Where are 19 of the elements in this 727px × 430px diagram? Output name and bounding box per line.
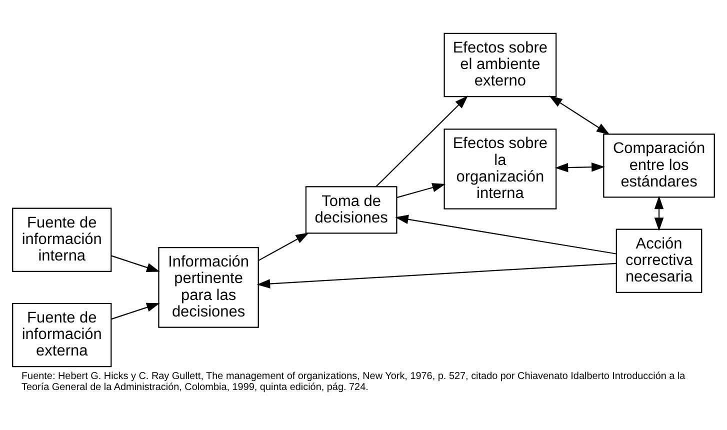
arrow	[549, 95, 610, 134]
arrow	[256, 262, 616, 288]
caption: Fuente: Hebert G. Hicks y C. Ray Gullett, The management of organizations, New York, 1976, p. 527, citado por Chiavenato Idalberto Introducción a la Teoría General de la Administración, Colombia, 1999, quinta edición, pág. 724.	[21, 370, 686, 393]
arrow	[258, 232, 310, 261]
node-box: Información pertinente para las decisiones	[158, 246, 259, 328]
arrow	[654, 195, 664, 230]
node-box: Fuente de información externa	[12, 302, 112, 367]
node-box: Fuente de información interna	[12, 207, 112, 272]
arrow	[395, 214, 616, 254]
node-box: Acción correctiva necesaria	[616, 228, 702, 292]
node-box: Efectos sobre la organización interna	[444, 128, 557, 209]
arrow	[111, 302, 160, 320]
arrow	[111, 254, 160, 272]
arrow	[396, 182, 446, 198]
node-box: Toma de decisiones	[305, 186, 398, 234]
arrow	[376, 95, 468, 187]
node-box: Efectos sobre el ambiente externo	[444, 32, 557, 97]
node-box: Comparación entre los estándares	[603, 133, 715, 198]
arrow	[554, 162, 605, 172]
